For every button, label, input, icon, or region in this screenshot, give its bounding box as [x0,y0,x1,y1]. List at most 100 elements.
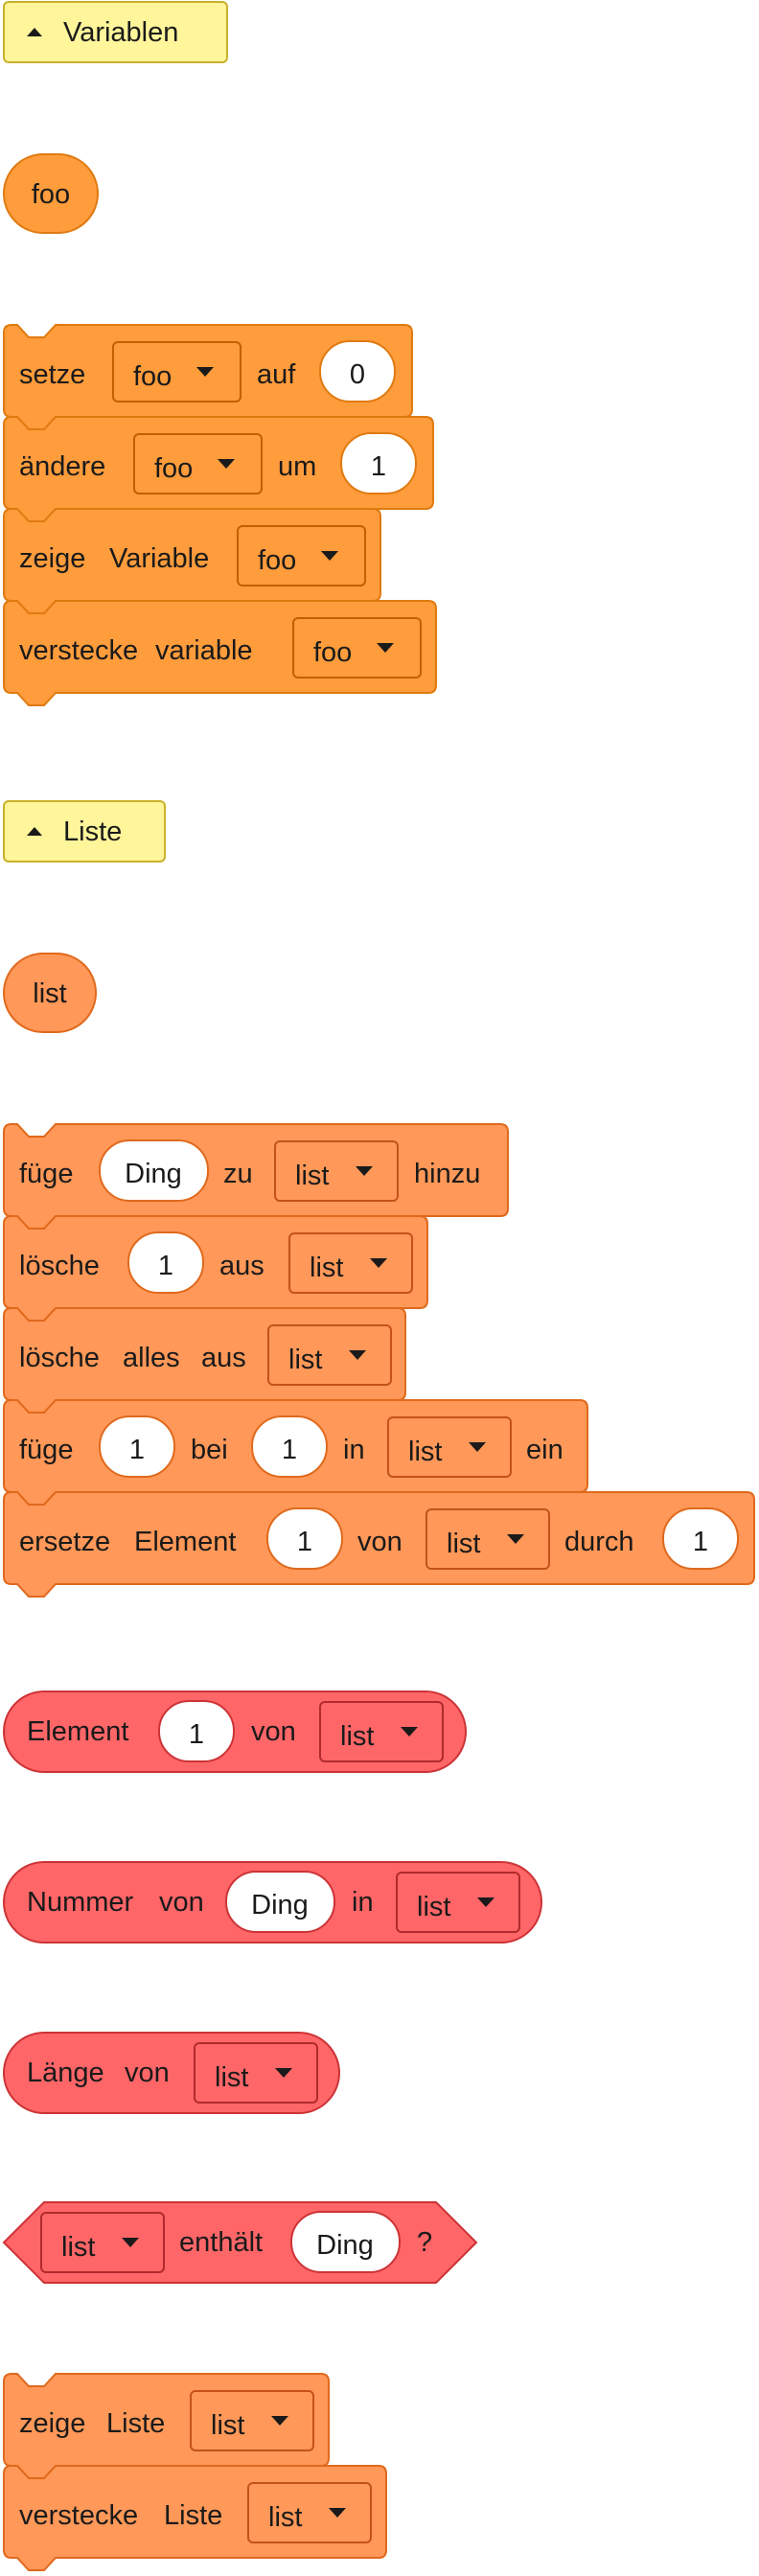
list-dropdown[interactable]: list [40,2212,165,2273]
block-word: zeige [19,543,85,574]
set-variable-block[interactable]: setze foo auf 0 [3,324,413,430]
dropdown-arrow-icon [196,367,214,377]
block-word: füge [19,1159,73,1189]
input-value: 0 [350,359,365,390]
block-word: von [159,1887,204,1918]
variable-dropdown[interactable]: foo [237,525,366,586]
block-word: Länge [27,2058,104,2088]
list-contains-predicate[interactable]: list enthält Ding ? [2,2201,478,2284]
dropdown-value: list [417,1892,450,1922]
value-input[interactable]: Ding [225,1871,335,1933]
category-button-variablen[interactable]: Variablen [3,1,228,63]
input-value: 1 [158,1251,173,1281]
category-button-liste[interactable]: Liste [3,800,166,862]
hide-list-block[interactable]: verstecke Liste list [3,2465,387,2571]
value-input[interactable]: 1 [127,1231,204,1294]
value-input[interactable]: 1 [251,1415,328,1478]
value-input[interactable]: 1 [662,1507,739,1570]
block-word: aus [219,1251,264,1281]
list-dropdown[interactable]: list [247,2482,372,2543]
reporter-label: list [33,978,66,1009]
block-word: ein [526,1435,564,1465]
dropdown-arrow-icon [122,2238,139,2247]
list-dropdown[interactable]: list [190,2390,314,2451]
dropdown-value: list [211,2410,244,2441]
value-input[interactable]: 1 [266,1507,343,1570]
block-word: Liste [164,2500,222,2531]
list-dropdown[interactable]: list [426,1508,550,1570]
dropdown-value: list [295,1161,329,1191]
list-dropdown[interactable]: list [387,1416,512,1478]
dropdown-value: list [340,1721,374,1752]
block-word: hinzu [414,1159,480,1189]
dropdown-arrow-icon [218,459,235,469]
list-dropdown[interactable]: list [267,1324,392,1386]
dropdown-arrow-icon [377,643,394,653]
input-value: 1 [693,1527,708,1557]
block-word: setze [19,359,85,390]
input-value: Ding [251,1890,309,1920]
change-variable-block[interactable]: ändere foo um 1 [3,416,434,522]
reporter-label: foo [32,179,70,210]
value-input[interactable]: Ding [290,2211,401,2273]
list-dropdown[interactable]: list [194,2042,318,2104]
dropdown-value: list [288,1345,322,1375]
input-value: 1 [297,1527,312,1557]
category-label: Variablen [63,17,178,48]
input-value: 1 [282,1435,297,1465]
dropdown-value: list [215,2062,248,2093]
delete-all-of-list-block[interactable]: lösche alles aus list [3,1307,406,1414]
dropdown-arrow-icon [271,2416,288,2426]
list-dropdown[interactable]: list [396,1872,520,1933]
add-to-list-block[interactable]: füge Ding zu list hinzu [3,1123,509,1230]
block-word: in [352,1887,374,1918]
delete-from-list-block[interactable]: lösche 1 aus list [3,1215,428,1322]
block-word: Liste [106,2408,165,2439]
block-word: um [278,451,316,482]
input-value: Ding [316,2230,374,2261]
list-reporter[interactable]: list [3,953,97,1033]
value-input[interactable]: 1 [340,432,417,494]
variable-dropdown[interactable]: foo [133,433,263,494]
input-value: 1 [129,1435,145,1465]
list-dropdown[interactable]: list [288,1232,413,1294]
block-word: zu [223,1159,253,1189]
variable-dropdown[interactable]: foo [112,341,242,402]
variable-reporter-foo[interactable]: foo [3,153,99,234]
value-input[interactable]: Ding [99,1139,209,1202]
dropdown-arrow-icon [329,2508,346,2518]
block-word: von [125,2058,170,2088]
list-dropdown[interactable]: list [274,1140,399,1202]
block-word: aus [201,1343,246,1373]
dropdown-arrow-icon [356,1166,373,1176]
show-variable-block[interactable]: zeige Variable foo [3,508,381,614]
value-input[interactable]: 1 [99,1415,175,1478]
dropdown-value: list [447,1529,480,1559]
value-input[interactable]: 1 [158,1700,235,1762]
block-word: verstecke [19,635,138,666]
block-word: von [357,1527,402,1557]
block-word: lösche [19,1251,100,1281]
dropdown-value: list [61,2232,95,2263]
replace-item-block[interactable]: ersetze Element 1 von list durch 1 [3,1491,755,1598]
input-value: Ding [125,1159,182,1189]
dropdown-value: list [408,1437,442,1467]
value-input[interactable]: 0 [319,340,396,402]
item-of-list-reporter[interactable]: Element 1 von list [3,1690,467,1773]
input-value: 1 [189,1719,204,1750]
show-list-block[interactable]: zeige Liste list [3,2373,330,2479]
block-word: Element [134,1527,236,1557]
dropdown-arrow-icon [401,1727,418,1736]
dropdown-arrow-icon [469,1442,486,1452]
block-word: lösche [19,1343,100,1373]
item-index-reporter[interactable]: Nummer von Ding in list [3,1861,542,1944]
list-length-reporter[interactable]: Länge von list [3,2032,340,2114]
insert-into-list-block[interactable]: füge 1 bei 1 in list ein [3,1399,588,1506]
block-word: auf [257,359,296,390]
hide-variable-block[interactable]: verstecke variable foo [3,600,437,706]
block-word: zeige [19,2408,85,2439]
list-dropdown[interactable]: list [319,1701,444,1762]
variable-dropdown[interactable]: foo [292,617,422,678]
input-value: 1 [371,451,386,482]
